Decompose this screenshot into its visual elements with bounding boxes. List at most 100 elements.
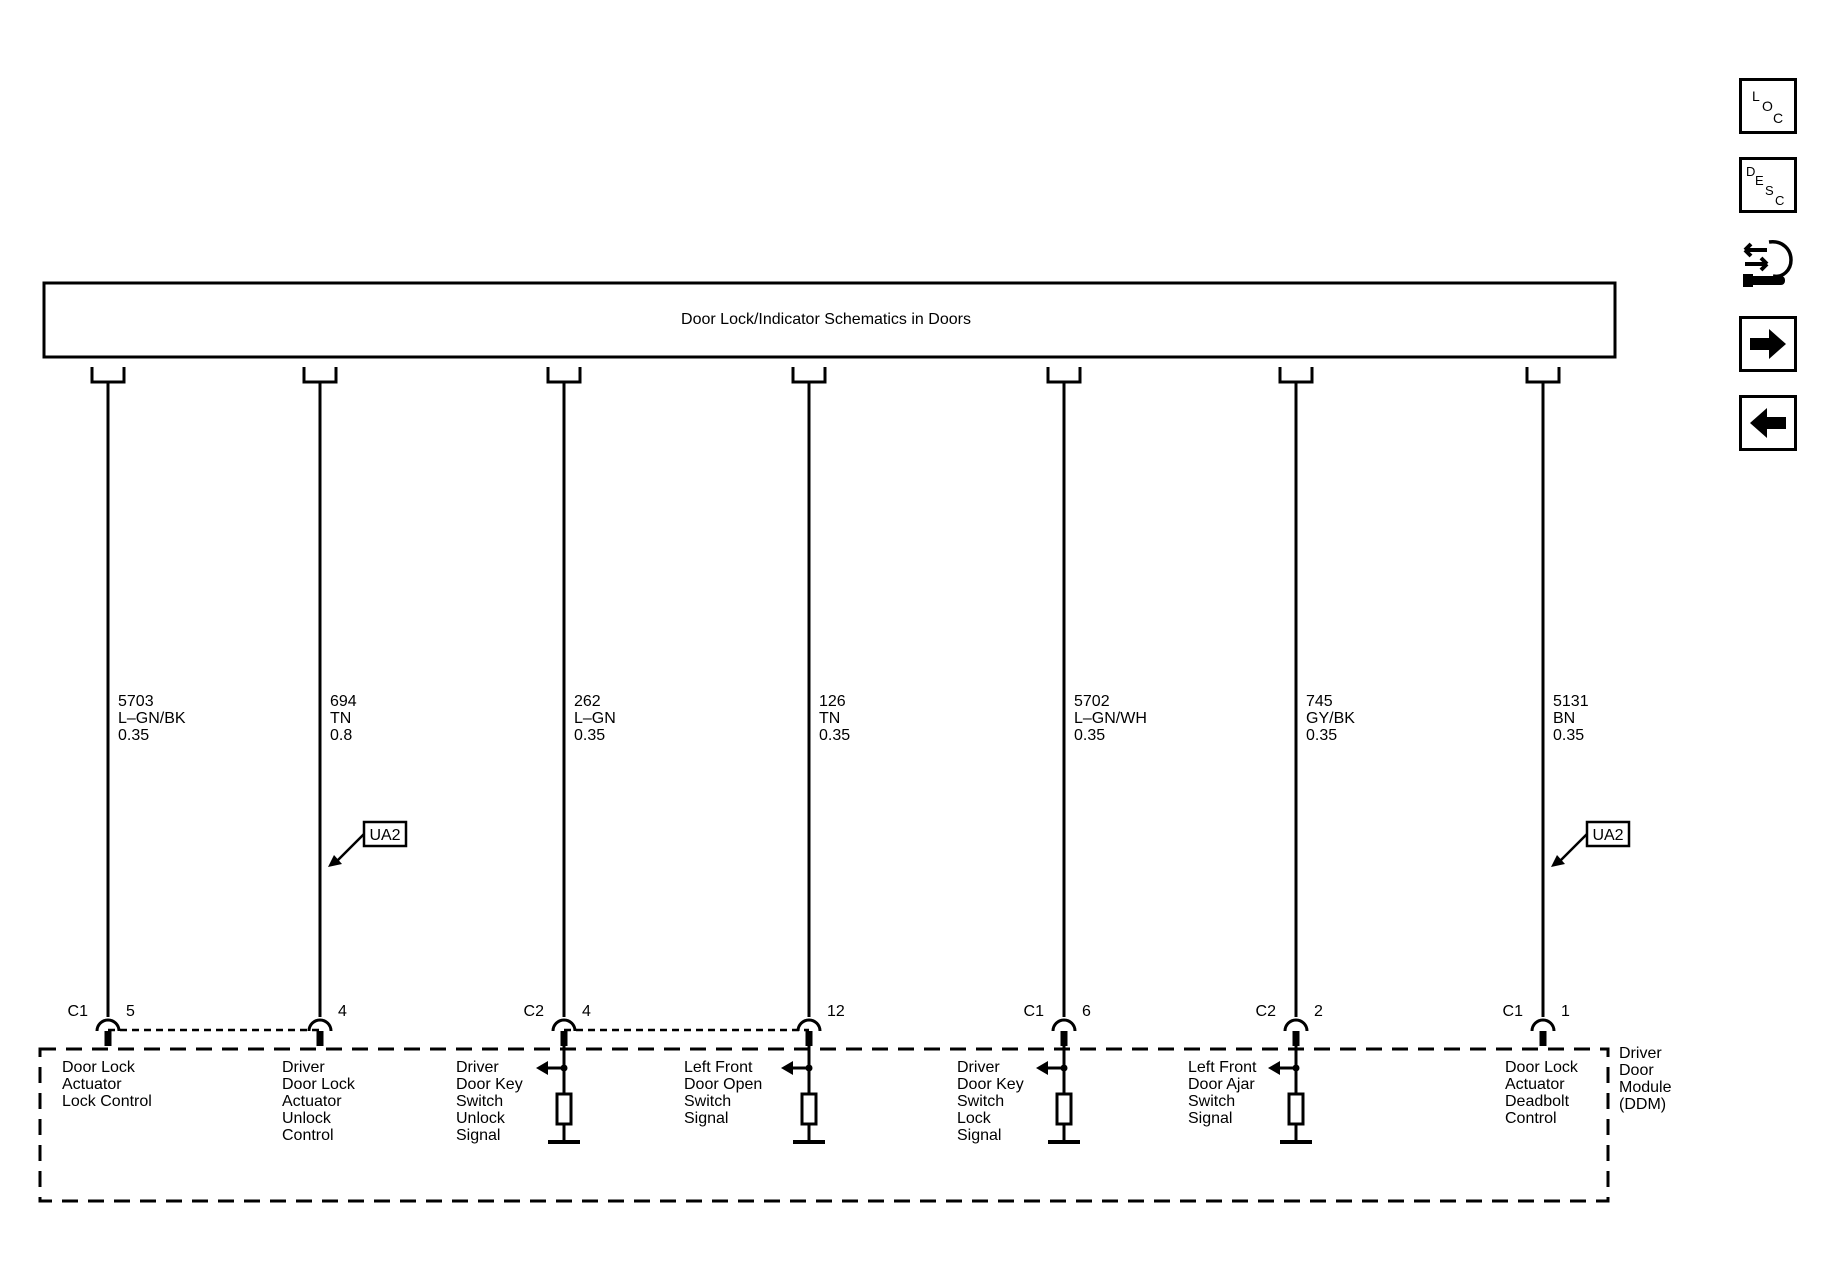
- arrow-right-icon: [1750, 329, 1786, 359]
- ddm-label-line: (DDM): [1619, 1096, 1666, 1113]
- function-label: Actuator: [62, 1076, 122, 1093]
- ua2-tag-box: [1585, 820, 1631, 848]
- header-terminal: [1046, 367, 1082, 384]
- function-label: Switch: [456, 1093, 503, 1110]
- connector-pin-arc: [551, 1018, 577, 1032]
- loc-letter: O: [1762, 98, 1773, 114]
- ua2-leader: [1558, 833, 1588, 863]
- pin-number: 4: [582, 1003, 591, 1020]
- ua2-tag-label: UA2: [369, 827, 400, 844]
- pin-number: 1: [1561, 1003, 1570, 1020]
- function-label: Driver: [456, 1059, 499, 1076]
- pin-number: 12: [827, 1003, 845, 1020]
- function-label: Signal: [957, 1127, 1001, 1144]
- resistor: [1055, 1092, 1073, 1126]
- ua2-tag-box: [362, 820, 408, 848]
- ua2-tag-label: UA2: [1592, 827, 1623, 844]
- wire-label: 5131: [1553, 693, 1589, 710]
- wire-label: 5703: [118, 693, 154, 710]
- header-terminal: [90, 367, 126, 384]
- ua2-arrow-icon: [1551, 855, 1565, 867]
- pin-number: 6: [1082, 1003, 1091, 1020]
- header-terminal: [302, 367, 338, 384]
- arrow-left-icon: [1750, 408, 1786, 438]
- header-box: [42, 281, 1617, 359]
- signal-arrow-icon: [1036, 1061, 1048, 1075]
- function-label: Driver: [957, 1059, 1000, 1076]
- desc-letter: C: [1775, 193, 1784, 208]
- loc-letter: L: [1752, 88, 1760, 104]
- pin-number: 5: [126, 1003, 135, 1020]
- desc-letter: D: [1746, 164, 1755, 179]
- ddm-label-line: Door: [1619, 1062, 1654, 1079]
- wire-label: 262: [574, 693, 601, 710]
- connector-pin-arc: [95, 1018, 121, 1032]
- signal-arrow-icon: [1268, 1061, 1280, 1075]
- function-label: Door Lock: [62, 1059, 136, 1076]
- function-label: Left Front: [684, 1059, 753, 1076]
- function-label: Actuator: [282, 1093, 342, 1110]
- function-label: Switch: [957, 1093, 1004, 1110]
- connector-label: C1: [1024, 1003, 1045, 1020]
- connector-label: C1: [1503, 1003, 1524, 1020]
- resistor: [1287, 1092, 1305, 1126]
- connector-pin-arc: [1283, 1018, 1309, 1032]
- function-label: Left Front: [1188, 1059, 1257, 1076]
- function-label: Actuator: [1505, 1076, 1565, 1093]
- connector-repair-button[interactable]: [1739, 230, 1797, 294]
- function-label: Lock: [957, 1110, 992, 1127]
- wire-label: 5702: [1074, 693, 1110, 710]
- ddm-label-line: Module: [1619, 1079, 1672, 1096]
- function-label: Signal: [1188, 1110, 1232, 1127]
- header-terminal: [546, 367, 582, 384]
- resistor: [800, 1092, 818, 1126]
- signal-arrow-icon: [781, 1061, 793, 1075]
- loc-letter: C: [1773, 110, 1783, 126]
- wire-label: L–GN/WH: [1074, 710, 1147, 727]
- function-label: Door Lock: [1505, 1059, 1579, 1076]
- function-label: Driver: [282, 1059, 325, 1076]
- function-label: Door Open: [684, 1076, 762, 1093]
- header-terminal: [1278, 367, 1314, 384]
- location-button[interactable]: L O C: [1739, 78, 1797, 134]
- function-label: Door Key: [957, 1076, 1024, 1093]
- ddm-label: Driver Door Module (DDM): [1619, 1045, 1676, 1113]
- function-label: Door Key: [456, 1076, 523, 1093]
- wire-label: 0.8: [330, 727, 352, 744]
- wire-label: 126: [819, 693, 846, 710]
- function-label: Switch: [684, 1093, 731, 1110]
- pin-number: 4: [338, 1003, 347, 1020]
- connector-pin-arc: [1051, 1018, 1077, 1032]
- function-label: Signal: [684, 1110, 728, 1127]
- function-label: Control: [282, 1127, 334, 1144]
- desc-letter: E: [1755, 173, 1764, 188]
- ua2-arrow-icon: [328, 855, 342, 867]
- ua2-leader: [335, 833, 365, 863]
- wire-label: 0.35: [819, 727, 850, 744]
- signal-arrow-icon: [536, 1061, 548, 1075]
- previous-button[interactable]: [1739, 395, 1797, 451]
- resistor: [555, 1092, 573, 1126]
- connector-label: C2: [524, 1003, 545, 1020]
- description-button[interactable]: D E S C: [1739, 157, 1797, 213]
- wire-label: BN: [1553, 710, 1575, 727]
- header-terminal: [1525, 367, 1561, 384]
- wire-label: 0.35: [1306, 727, 1337, 744]
- next-button[interactable]: [1739, 316, 1797, 372]
- wire-label: L–GN/BK: [118, 710, 186, 727]
- function-label: Control: [1505, 1110, 1557, 1127]
- function-label: Door Ajar: [1188, 1076, 1255, 1093]
- connector-pin-arc: [307, 1018, 333, 1032]
- connector-pin-arc: [1530, 1018, 1556, 1032]
- wire-label: L–GN: [574, 710, 616, 727]
- connector-pin-arc: [796, 1018, 822, 1032]
- ddm-module-box: [38, 1047, 1610, 1203]
- wire-label: 745: [1306, 693, 1333, 710]
- header-box-label: Door Lock/Indicator Schematics in Doors: [681, 311, 971, 328]
- wire-label: 0.35: [118, 727, 149, 744]
- desc-letter: S: [1765, 183, 1774, 198]
- connector-repair-icon: [1743, 240, 1793, 287]
- function-label: Unlock: [282, 1110, 332, 1127]
